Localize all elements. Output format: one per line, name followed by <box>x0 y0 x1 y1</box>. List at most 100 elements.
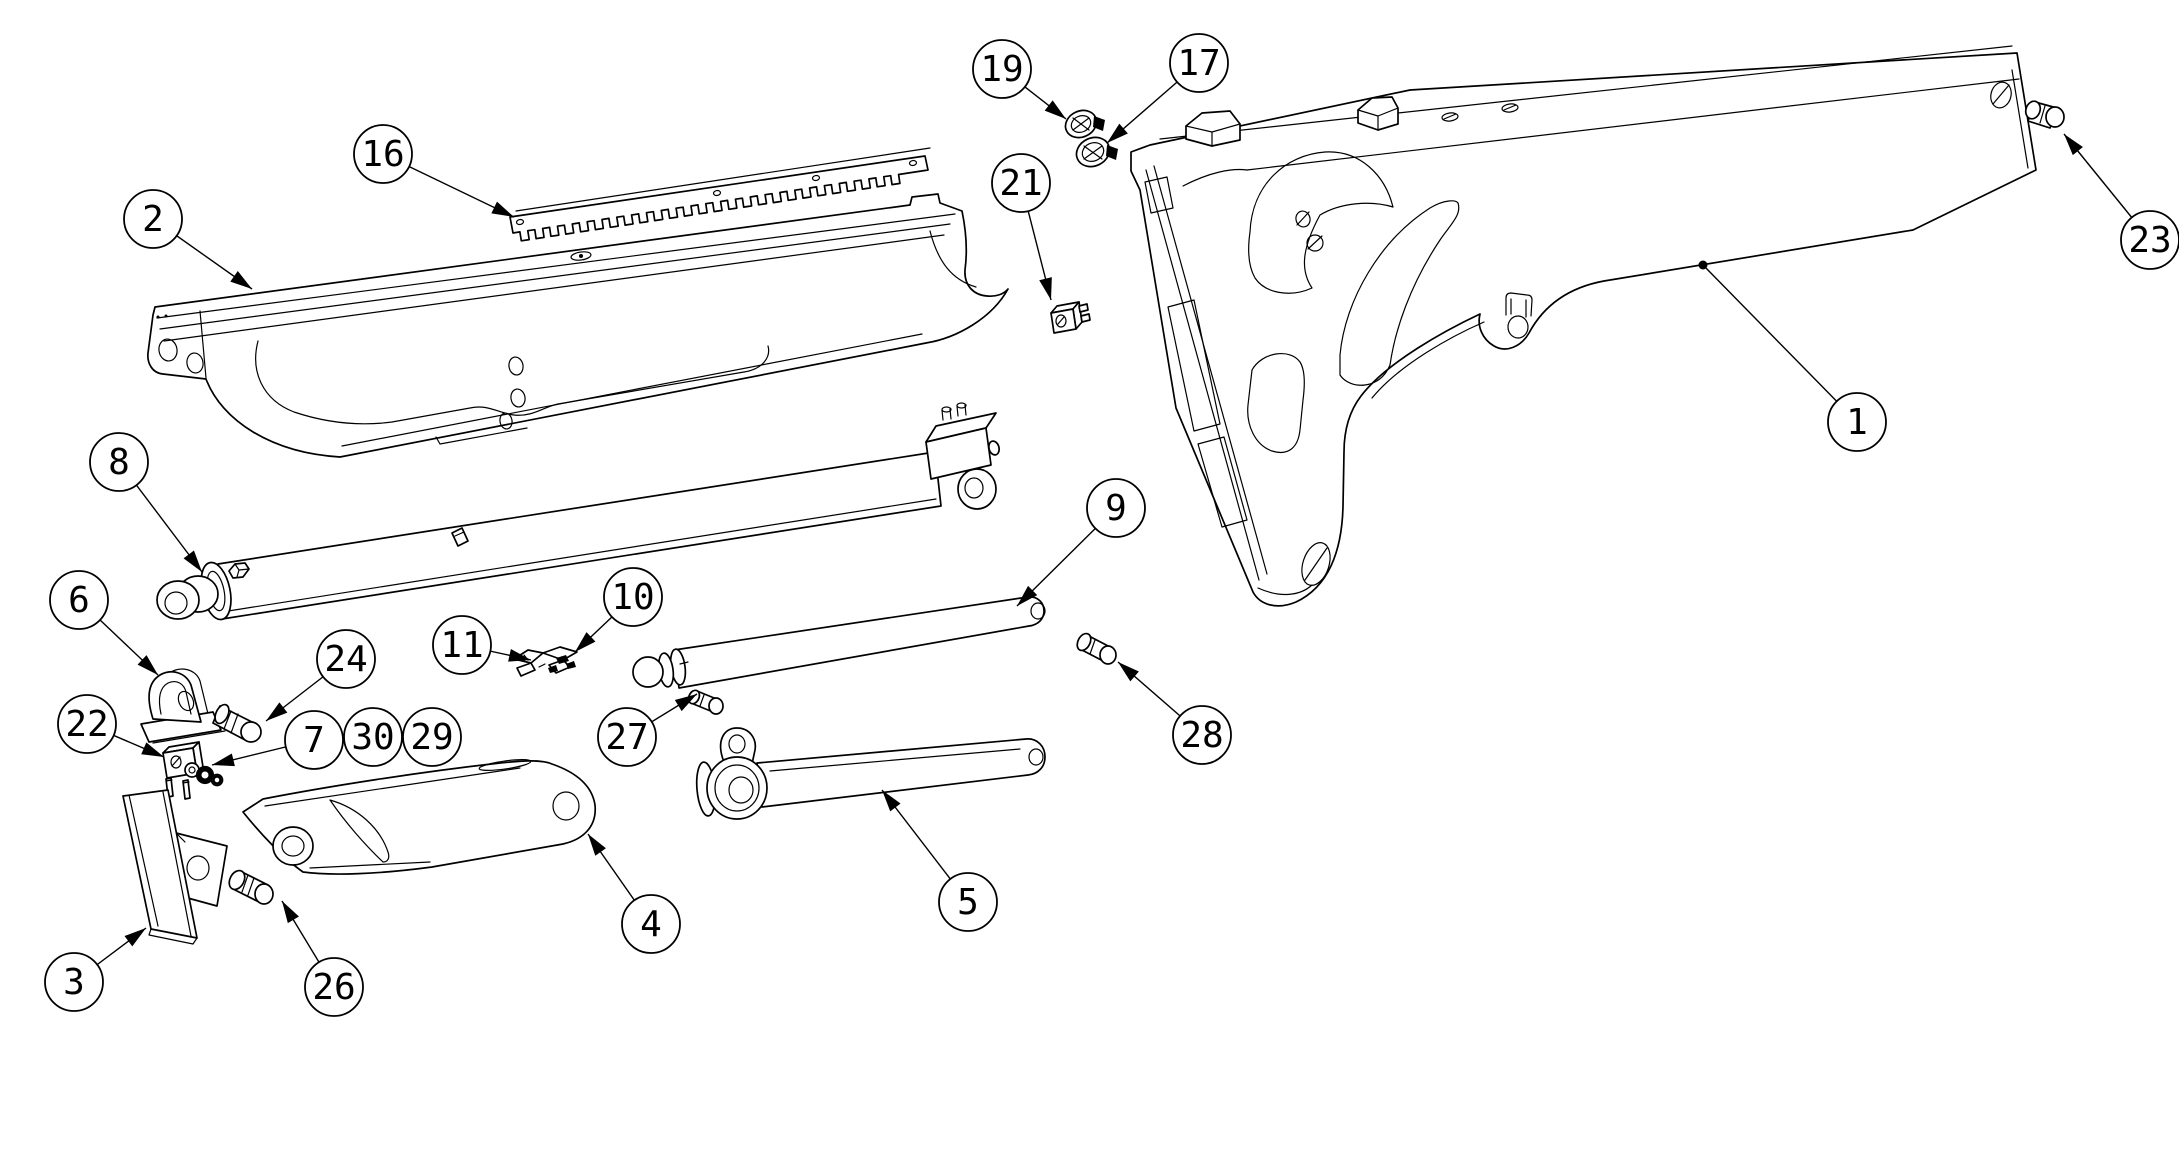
part-link-rod-9 <box>632 596 1046 689</box>
balloon-11: 11 <box>432 615 532 675</box>
cap-hole <box>158 338 178 362</box>
leg-top-cutout <box>1144 176 1174 214</box>
part-lever-arm-5 <box>695 727 1046 820</box>
balloon-circle <box>49 570 109 630</box>
bottom-edge-line <box>341 333 923 447</box>
leader-dot <box>1698 260 1708 270</box>
balloon-number: 16 <box>361 134 404 175</box>
leader-arrowhead <box>266 702 288 721</box>
kidney-cutout <box>1247 353 1305 453</box>
cap-hole <box>186 352 204 374</box>
part-blade-plate-3 <box>122 789 228 945</box>
balloon-number: 3 <box>63 962 85 1003</box>
balloon-number: 21 <box>999 163 1042 204</box>
balloon-circle <box>1169 33 1229 93</box>
inner-slot <box>329 799 390 863</box>
lever-lug <box>719 727 757 765</box>
leader-arrowhead <box>230 270 252 289</box>
balloon-27: 27 <box>597 693 698 767</box>
bracket-hole <box>177 690 195 712</box>
balloon-number: 4 <box>640 904 662 945</box>
leg-inner-lines <box>1145 165 1268 581</box>
balloon-circle <box>1086 478 1146 538</box>
part-cylinder-8 <box>156 402 1001 621</box>
screw-hole <box>1306 234 1324 252</box>
shoe-body <box>242 760 596 875</box>
valve-block <box>925 427 992 480</box>
balloon-1: 1 <box>1698 260 1887 452</box>
leader-arrowhead <box>1118 662 1139 682</box>
balloon-circle <box>44 952 104 1012</box>
balloon-number: 23 <box>2128 220 2171 261</box>
part-pin-24 <box>212 703 262 743</box>
u-clip <box>1505 292 1533 318</box>
balloon-5: 5 <box>881 789 998 932</box>
balloon-circle <box>1827 392 1887 452</box>
balloon-number: 11 <box>440 625 483 666</box>
balloon-circle <box>316 629 376 689</box>
balloon-number: 9 <box>1105 488 1127 529</box>
balloon-number: 2 <box>142 199 164 240</box>
leader-arrowhead <box>1107 123 1128 143</box>
screw <box>182 779 191 800</box>
balloon-23: 23 <box>2063 133 2179 270</box>
leader-arrowhead <box>183 550 202 572</box>
balloon-circle <box>123 189 183 249</box>
cap-edge <box>199 310 207 379</box>
balloon-7: 7 <box>211 710 344 770</box>
balloon-2: 2 <box>123 189 253 290</box>
fastener-tab <box>1106 145 1118 160</box>
balloon-10: 10 <box>574 567 663 653</box>
part-pin-23 <box>2024 100 2065 129</box>
balloon-19: 19 <box>972 39 1067 120</box>
leader-arrowhead <box>1017 585 1038 606</box>
leader-arrowhead <box>2064 134 2083 156</box>
pivot-hole <box>1507 315 1529 339</box>
balloon-circle <box>432 615 492 675</box>
leg-truss-cutout <box>1167 299 1221 432</box>
balloon-circle <box>2120 210 2179 270</box>
balloon-number: 30 <box>351 717 394 758</box>
balloon-number: 29 <box>410 717 453 758</box>
trigger-cutout-lower <box>1339 200 1460 386</box>
balloon-number: 8 <box>108 442 130 483</box>
top-slot <box>570 251 592 261</box>
balloon-circle <box>597 707 657 767</box>
bracket-arch <box>148 671 202 723</box>
leader-arrowhead <box>575 632 596 652</box>
foot-hole <box>1301 542 1331 586</box>
balloon-26: 26 <box>281 900 364 1017</box>
leader-arrowhead <box>588 834 606 856</box>
o-ring <box>196 766 214 784</box>
balloon-circle <box>343 707 403 767</box>
part-magazine-cover <box>147 193 1009 458</box>
balloon-30: 30 <box>343 707 403 767</box>
balloon-circle <box>972 39 1032 99</box>
lever-boss <box>706 756 768 820</box>
part-block-21 <box>1050 301 1091 334</box>
part-frame-body <box>1130 45 2037 607</box>
lever-hole <box>1028 748 1044 766</box>
leader-arrowhead <box>508 648 531 662</box>
shoe-hole <box>552 791 580 821</box>
balloon-24: 24 <box>265 629 376 722</box>
balloon-29: 29 <box>402 707 462 767</box>
part-fastener-19 <box>1064 109 1105 139</box>
balloon-number: 7 <box>303 720 325 761</box>
balloon-number: 5 <box>957 882 979 923</box>
rail-screw <box>1501 103 1519 113</box>
part-toothed-rack <box>509 147 931 242</box>
hole <box>510 388 526 408</box>
balloon-circle <box>938 872 998 932</box>
balloon-8: 8 <box>89 432 203 573</box>
rack-teeth <box>509 155 929 242</box>
balloon-circle <box>57 694 117 754</box>
balloon-3: 3 <box>44 927 147 1012</box>
balloon-28: 28 <box>1117 661 1232 765</box>
hole <box>1055 314 1067 328</box>
balloon-number: 1 <box>1846 402 1868 443</box>
balloon-circle <box>284 710 344 770</box>
balloon-21: 21 <box>991 153 1052 301</box>
